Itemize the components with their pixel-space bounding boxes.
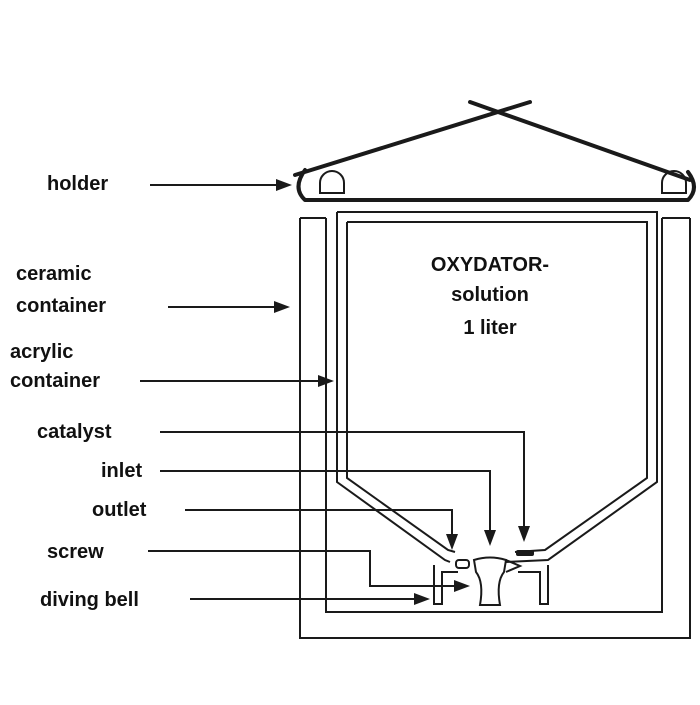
arrow-screw <box>454 580 470 592</box>
label-ceramic-line1: ceramic <box>16 263 92 285</box>
holder <box>293 100 696 202</box>
solution-title-line3: 1 liter <box>463 317 517 339</box>
leader-catalyst <box>160 431 525 530</box>
arrow-ceramic <box>274 301 290 313</box>
catalyst-block <box>516 550 534 556</box>
holder-wire-right <box>468 100 692 182</box>
solution-title-line2: solution <box>451 284 529 306</box>
label-acrylic-line1: acrylic <box>10 341 74 363</box>
label-acrylic-line2: container <box>10 370 101 392</box>
label-outlet: outlet <box>92 499 147 521</box>
acrylic-container <box>336 211 658 606</box>
arrow-holder <box>276 179 292 191</box>
holder-wire-left <box>293 100 532 177</box>
label-screw: screw <box>47 541 104 563</box>
ceramic-container <box>299 217 691 639</box>
tube-right <box>518 565 549 605</box>
holder-hook-right <box>661 170 687 194</box>
label-holder: holder <box>47 173 109 195</box>
label-catalyst: catalyst <box>37 421 112 443</box>
solution-title-line1: OXYDATOR- <box>430 254 550 276</box>
holder-bar <box>296 168 696 202</box>
acrylic-inner-left <box>346 222 456 553</box>
label-ceramic-line2: container <box>16 295 107 317</box>
leader-inlet <box>160 470 491 534</box>
leaders <box>140 179 530 605</box>
ceramic-outer-wall <box>299 218 691 639</box>
acrylic-outer-left <box>336 212 451 563</box>
ceramic-inner-wall <box>325 218 663 613</box>
leader-outlet <box>185 509 453 538</box>
tube-left <box>433 565 458 605</box>
label-diving-bell: diving bell <box>40 589 139 611</box>
inlet-nozzle <box>505 559 523 573</box>
arrow-outlet <box>446 534 458 550</box>
leader-screw <box>148 550 456 587</box>
arrow-acrylic <box>318 375 334 387</box>
acrylic-outer-right <box>337 211 658 563</box>
inlet-screw <box>472 556 508 606</box>
arrow-diving-bell <box>414 593 430 605</box>
label-inlet: inlet <box>101 460 143 482</box>
arrow-inlet <box>484 530 496 546</box>
outlet-slot <box>455 559 470 569</box>
arrow-catalyst <box>518 526 530 542</box>
acrylic-inner-right <box>347 221 648 553</box>
holder-hook-left <box>319 170 345 194</box>
